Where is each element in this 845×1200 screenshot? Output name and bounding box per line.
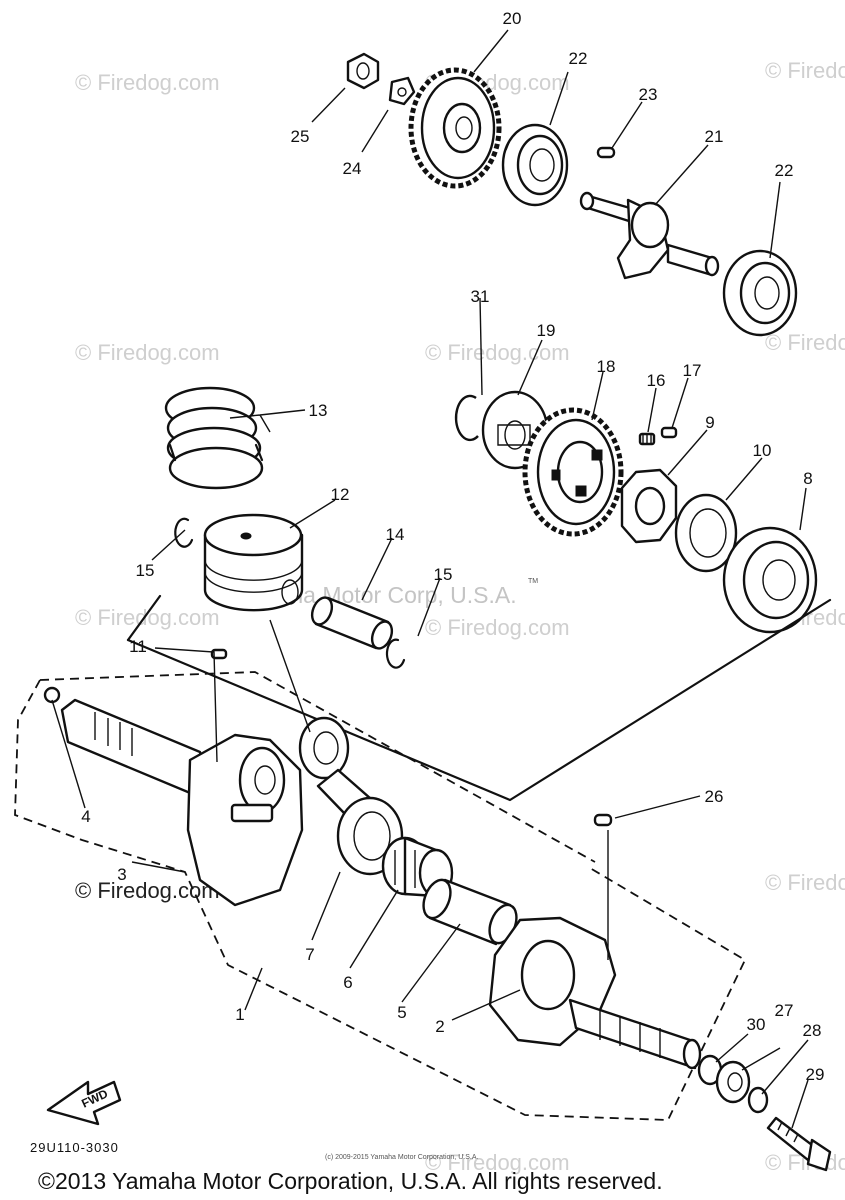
main-bearing-icon — [722, 526, 818, 634]
left-crankshaft-icon — [60, 698, 304, 907]
part-number-label: 22 — [775, 161, 794, 180]
part-number-label: 28 — [803, 1021, 822, 1040]
part-number-label: 31 — [471, 287, 490, 306]
balancer-drive-gear-icon — [408, 67, 502, 189]
part-number-label: 22 — [569, 49, 588, 68]
part-number-label: 23 — [639, 85, 658, 104]
watermark: © Firedog.com — [765, 58, 845, 83]
washer-icon — [674, 493, 738, 573]
pin-icon — [660, 426, 678, 439]
right-crankshaft-icon — [488, 916, 702, 1070]
part-number-label: 21 — [705, 127, 724, 146]
piston-pin-clip-icon — [385, 638, 406, 669]
lock-washer-icon — [388, 76, 416, 106]
crank-key-icon — [210, 648, 228, 660]
part-number-label: 3 — [117, 865, 126, 884]
crank-pin-icon — [422, 878, 518, 946]
part-number-label: 15 — [136, 561, 155, 580]
spring-icon — [638, 432, 656, 446]
part-number-label: 16 — [647, 371, 666, 390]
watermark: © Firedog.com — [75, 605, 220, 630]
watermark: © Firedog.com — [75, 340, 220, 365]
primary-drive-assembly — [454, 390, 818, 634]
part-number-label: 17 — [683, 361, 702, 380]
crank-key-icon — [593, 813, 613, 827]
balancer-assembly — [346, 52, 798, 337]
part-number-label: 12 — [331, 485, 350, 504]
piston-icon — [203, 513, 304, 612]
part-number-label: 9 — [705, 413, 714, 432]
part-number-labels: 1 2 3 4 5 6 7 8 9 10 11 12 13 14 15 15 1… — [81, 9, 824, 1084]
part-number-label: 30 — [747, 1015, 766, 1034]
bolt-icon — [766, 1116, 832, 1172]
primary-drive-gear-icon — [522, 407, 624, 537]
leader-lines — [51, 29, 809, 1129]
watermark: © Firedog.com — [75, 70, 220, 95]
ball-icon — [43, 686, 61, 704]
piston-pin-clip-icon — [174, 517, 194, 548]
piston-rings-icon — [164, 386, 264, 490]
castle-nut-icon — [620, 468, 678, 544]
part-number-label: 13 — [309, 401, 328, 420]
watermark: © Firedog.com — [425, 1150, 570, 1175]
part-number-label: 29 — [806, 1065, 825, 1084]
part-number-label: 6 — [343, 973, 352, 992]
part-number-label: 8 — [803, 469, 812, 488]
crankshaft-assembly — [14, 594, 832, 1172]
copyright-notice: ©2013 Yamaha Motor Corporation, U.S.A. A… — [38, 1168, 663, 1194]
part-number-label: 27 — [775, 1001, 794, 1020]
connecting-rod-icon — [298, 716, 404, 876]
piston-pin-icon — [310, 596, 394, 650]
piston-assembly — [164, 386, 406, 669]
bearing-icon — [501, 123, 569, 207]
part-number-label: 26 — [705, 787, 724, 806]
part-number-label: 1 — [235, 1005, 244, 1024]
washer-icon — [715, 1060, 751, 1104]
part-number-label: 25 — [291, 127, 310, 146]
balancer-shaft-icon — [579, 191, 720, 280]
part-number-label: 19 — [537, 321, 556, 340]
trademark-watermark: TM — [528, 578, 538, 585]
watermarks: © Firedog.com © Firedog.com © Firedog.co… — [75, 58, 845, 1175]
part-number-label: 18 — [597, 357, 616, 376]
part-number-label: 24 — [343, 159, 362, 178]
forward-arrow-icon: FWD — [46, 1080, 122, 1126]
diagram-code: 29U110-3030 — [30, 1140, 119, 1155]
watermark: © Firedog.com — [425, 340, 570, 365]
assembly-boundary — [14, 679, 747, 1121]
part-number-label: 7 — [305, 945, 314, 964]
part-number-label: 20 — [503, 9, 522, 28]
woodruff-key-icon — [596, 146, 616, 159]
watermark: © Firedog.com — [765, 870, 845, 895]
part-number-label: 15 — [434, 565, 453, 584]
watermark: © Firedog.com — [425, 615, 570, 640]
bearing-icon — [722, 249, 798, 337]
part-number-label: 11 — [129, 637, 147, 656]
part-number-label: 4 — [81, 807, 90, 826]
watermark-dark: © Firedog.com — [75, 878, 220, 903]
part-number-label: 10 — [753, 441, 772, 460]
part-number-label: 14 — [386, 525, 405, 544]
watermark: © Firedog.com — [765, 330, 845, 355]
nut-icon — [346, 52, 380, 90]
part-number-label: 5 — [397, 1003, 406, 1022]
part-number-label: 2 — [435, 1017, 444, 1036]
circlip-icon — [454, 394, 479, 442]
small-copyright: (c) 2009-2015 Yamaha Motor Corporation, … — [325, 1154, 478, 1161]
